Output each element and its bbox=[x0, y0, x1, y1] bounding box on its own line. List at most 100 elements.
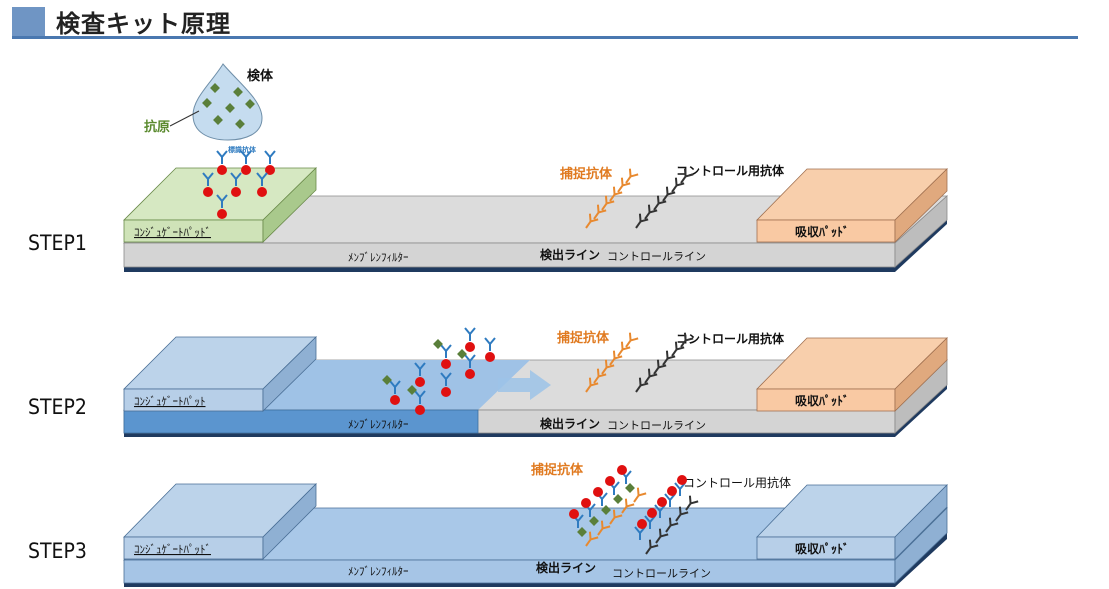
header-rule bbox=[12, 36, 1078, 39]
gold-particle bbox=[657, 497, 667, 507]
step2-label: STEP2 bbox=[28, 395, 87, 419]
control-antibody bbox=[635, 377, 649, 393]
control-antibody bbox=[680, 332, 694, 348]
step3-membrane-label: ﾒﾝﾌﾞﾚﾝﾌｨﾙﾀｰ bbox=[348, 565, 409, 578]
capture-antibody bbox=[625, 168, 639, 184]
gold-particle bbox=[485, 352, 495, 362]
capture-antibody bbox=[585, 531, 599, 547]
step3-conjugate-pad-label: ｺﾝｼﾞｭｹﾞｰﾄﾊﾟｯﾄﾞ bbox=[134, 543, 211, 556]
gold-particle bbox=[390, 395, 400, 405]
antigen-pointer bbox=[169, 110, 200, 127]
gold-particle bbox=[415, 405, 425, 415]
gold-particle bbox=[441, 359, 451, 369]
capture-antibody bbox=[617, 341, 631, 357]
step2-membrane-label: ﾒﾝﾌﾞﾚﾝﾌｨﾙﾀｰ bbox=[348, 418, 409, 431]
antigen-mark bbox=[625, 483, 635, 493]
step1-test-line-label: 検出ライン bbox=[540, 247, 600, 262]
capture-antibody bbox=[601, 195, 615, 211]
control-antibody bbox=[675, 506, 689, 522]
step2: ｺﾝｼﾞｭｹﾞｰﾄﾊﾟｯﾄ ﾒﾝﾌﾞﾚﾝﾌｨﾙﾀｰ 検出ライン コントロールライ… bbox=[123, 327, 948, 437]
capture-antibody bbox=[593, 368, 607, 384]
control-antibody bbox=[671, 341, 685, 357]
gold-particle bbox=[617, 465, 627, 475]
labeled-antibody bbox=[216, 150, 228, 164]
step3-test-line-complexes bbox=[569, 465, 647, 547]
gold-particle bbox=[569, 509, 579, 519]
step3-control-line-complexes bbox=[634, 475, 699, 555]
control-antibody bbox=[662, 186, 676, 202]
step1-conjugate-pad-label: ｺﾝｼﾞｭｹﾞｰﾄﾊﾟｯﾄﾞ bbox=[134, 226, 211, 239]
capture-antibody bbox=[601, 359, 615, 375]
antigen-mark bbox=[407, 385, 417, 395]
labeled-antibody bbox=[414, 362, 426, 376]
step2-capture-antibodies bbox=[585, 332, 639, 393]
gold-particle bbox=[605, 476, 615, 486]
control-antibody bbox=[653, 195, 667, 211]
gold-particle bbox=[465, 342, 475, 352]
step1-control-antibody-label: コントロール用抗体 bbox=[676, 163, 785, 178]
control-antibody bbox=[671, 177, 685, 193]
capture-antibody bbox=[585, 213, 599, 229]
gold-particle bbox=[677, 475, 687, 485]
antigen-mark bbox=[601, 505, 611, 515]
step1-absorbent-pad-label: 吸収ﾊﾟｯﾄﾞ bbox=[795, 224, 849, 239]
control-antibody bbox=[635, 213, 649, 229]
gold-particle bbox=[593, 487, 603, 497]
step3-label: STEP3 bbox=[28, 539, 87, 563]
step3-test-line-label: 検出ライン bbox=[536, 560, 596, 575]
capture-antibody bbox=[609, 509, 623, 525]
step1-capture-antibodies bbox=[585, 168, 639, 229]
step3-control-line-label: コントロールライン bbox=[612, 567, 711, 580]
gold-particle bbox=[581, 498, 591, 508]
control-antibody bbox=[644, 204, 658, 220]
step3-capture-antibody-label: 捕捉抗体 bbox=[531, 462, 584, 478]
header-accent-bar bbox=[12, 7, 45, 37]
control-antibody bbox=[655, 528, 669, 544]
antigen-mark bbox=[245, 99, 255, 109]
sample-label: 検体 bbox=[247, 68, 274, 84]
control-antibody bbox=[665, 517, 679, 533]
sample-drop bbox=[192, 63, 263, 141]
capture-antibody bbox=[621, 498, 635, 514]
capture-antibody bbox=[597, 520, 611, 536]
capture-antibody bbox=[633, 487, 647, 503]
labeled-antibody bbox=[264, 150, 276, 164]
step2-control-line-label: コントロールライン bbox=[607, 419, 706, 432]
gold-particle bbox=[415, 377, 425, 387]
antigen-mark bbox=[433, 339, 443, 349]
labeled-antibody bbox=[484, 337, 496, 351]
gold-particle bbox=[203, 187, 213, 197]
step1-control-line-label: コントロールライン bbox=[607, 250, 706, 263]
page-header: 検査キット原理 bbox=[0, 0, 1109, 44]
control-antibody bbox=[644, 368, 658, 384]
gold-particle bbox=[257, 187, 267, 197]
capture-antibody bbox=[593, 204, 607, 220]
labeled-antibody bbox=[440, 372, 452, 386]
step1: ｺﾝｼﾞｭｹﾞｰﾄﾊﾟｯﾄﾞ ﾒﾝﾌﾞﾚﾝﾌｨﾙﾀｰ 検出ライン コントロールラ… bbox=[122, 63, 949, 272]
labeled-antibody bbox=[240, 150, 252, 164]
step1-membrane bbox=[123, 242, 896, 268]
step3-base bbox=[124, 582, 895, 587]
labeled-antibody bbox=[414, 390, 426, 404]
antigen-mark bbox=[233, 87, 243, 97]
antigen-mark bbox=[457, 349, 467, 359]
capture-antibody bbox=[617, 177, 631, 193]
control-antibody bbox=[653, 359, 667, 375]
step2-capture-antibody-label: 捕捉抗体 bbox=[557, 330, 610, 346]
labeled-antibody bbox=[202, 172, 214, 186]
gold-particle bbox=[241, 165, 251, 175]
labeled-antibody bbox=[216, 194, 228, 208]
step3: ｺﾝｼﾞｭｹﾞｰﾄﾊﾟｯﾄﾞ ﾒﾝﾌﾞﾚﾝﾌｨﾙﾀｰ 検出ライン コントロールラ… bbox=[123, 462, 948, 587]
gold-particle bbox=[465, 369, 475, 379]
labeled-antibody bbox=[464, 354, 476, 368]
labeled-antibody-label: 標識抗体 bbox=[228, 145, 257, 154]
step2-control-antibodies bbox=[635, 332, 694, 393]
step1-control-antibodies bbox=[635, 168, 694, 229]
step2-test-line-label: 検出ライン bbox=[540, 416, 600, 431]
capture-antibody bbox=[625, 332, 639, 348]
gold-particle bbox=[231, 187, 241, 197]
gold-particle bbox=[667, 486, 677, 496]
gold-particle bbox=[217, 209, 227, 219]
gold-particle bbox=[265, 165, 275, 175]
